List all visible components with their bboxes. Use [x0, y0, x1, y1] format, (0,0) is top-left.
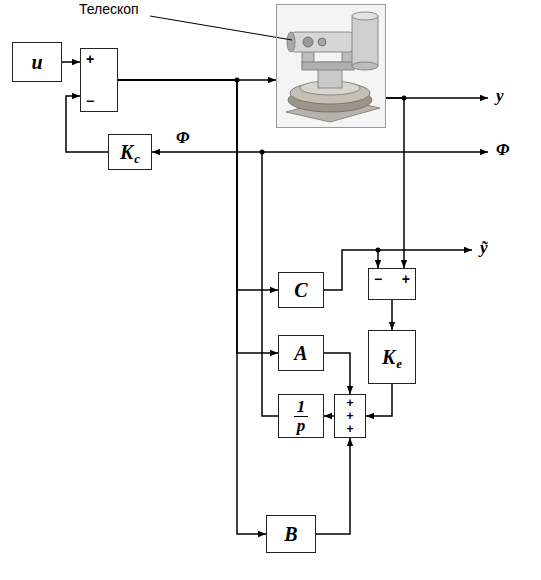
block-content: A: [279, 336, 323, 370]
sign-symbol: −: [86, 94, 94, 108]
junction-dots: [235, 78, 407, 253]
block-symbol: A: [294, 343, 307, 363]
block-content: 1p: [279, 395, 323, 437]
summing-junction: +++: [334, 394, 366, 438]
block-content: B: [267, 516, 315, 552]
sign-symbol: +: [346, 423, 353, 435]
signal-name: Φ: [174, 129, 191, 148]
block-content: u: [13, 43, 61, 81]
signal-line: [316, 438, 350, 534]
summing-junction: +−: [80, 48, 118, 112]
output-line: [378, 249, 472, 251]
block-content: +−: [81, 49, 117, 111]
sign-symbol: +: [346, 397, 353, 409]
callout-label: Телескоп: [77, 1, 141, 17]
block-content: −+: [369, 269, 415, 299]
block-symbol: B: [284, 524, 297, 544]
matrix-box: A: [278, 335, 324, 371]
block-symbol: c: [134, 152, 140, 165]
sign-symbol: +: [402, 272, 410, 286]
telescope-frame: Телескоп: [276, 4, 386, 128]
signal-line: [366, 384, 392, 416]
matrix-box: B: [266, 515, 316, 553]
block-content: Kc: [109, 135, 151, 169]
telescope-illustration: [277, 5, 385, 127]
leader-line: [150, 16, 292, 40]
signal-line: [386, 98, 404, 268]
signal-line: [118, 80, 278, 290]
matrix-box: C: [278, 272, 324, 308]
output-line: [262, 151, 488, 153]
block-content: C: [279, 273, 323, 307]
integrator-box: 1p: [278, 394, 324, 438]
block-symbol: K: [382, 347, 395, 367]
signal-line: [118, 80, 278, 353]
block-symbol: C: [294, 280, 307, 300]
gain-box: Ke: [368, 330, 416, 384]
signal-line: [62, 61, 80, 63]
summing-junction: −+: [368, 268, 416, 300]
signal-name: Φ: [494, 141, 511, 160]
block-symbol: 1: [294, 398, 309, 417]
signal-name: ỹ: [478, 239, 490, 258]
sign-symbol: +: [86, 52, 94, 66]
signal-line: [391, 300, 393, 330]
signal-line: [324, 415, 334, 417]
signal-line: [324, 353, 350, 394]
sign-symbol: −: [374, 272, 382, 286]
gain-box: Kc: [108, 134, 152, 170]
signal-name: y: [494, 87, 506, 106]
block-symbol: p: [294, 417, 309, 434]
signal-line: [152, 152, 278, 416]
block-symbol: K: [120, 142, 133, 162]
block-content: Ke: [369, 331, 415, 383]
input-box: u: [12, 42, 62, 82]
block-symbol: u: [31, 52, 42, 72]
sign-symbol: +: [346, 410, 353, 422]
block-content: +++: [335, 395, 365, 437]
block-symbol: e: [396, 357, 402, 370]
